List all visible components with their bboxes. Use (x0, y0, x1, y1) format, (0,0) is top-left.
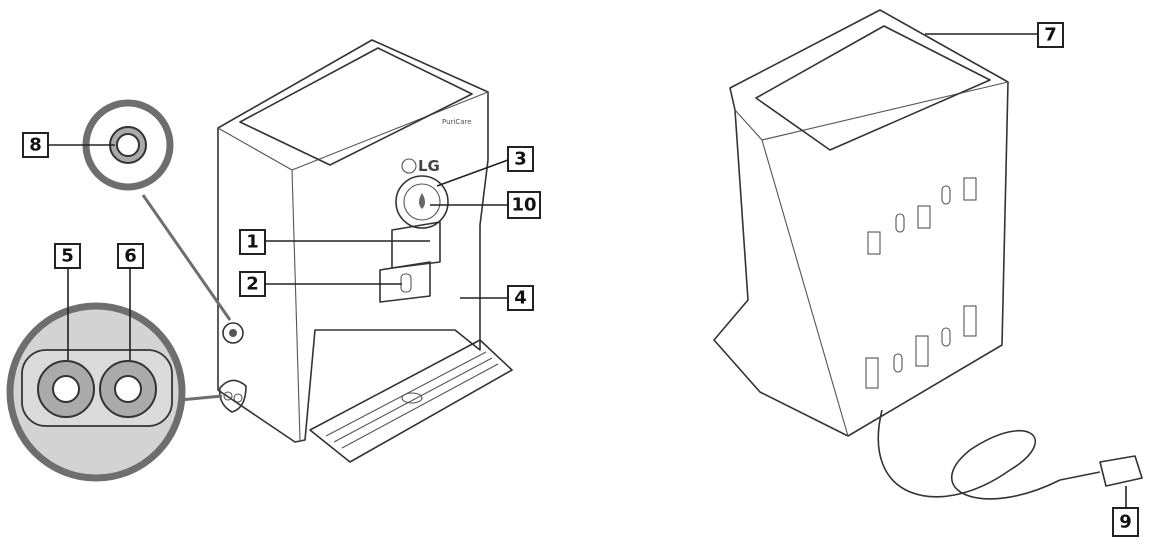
leader-lines (48, 33, 1127, 508)
callout-1: 1 (239, 229, 266, 255)
callout-7: 7 (1037, 22, 1064, 48)
svg-text:6: 6 (124, 246, 137, 267)
callout-5: 5 (54, 243, 81, 269)
svg-text:2: 2 (246, 274, 259, 295)
svg-text:4: 4 (514, 288, 527, 309)
callout-9: 9 (1112, 507, 1139, 537)
puricare-label: PuriCare (442, 118, 472, 126)
svg-text:10: 10 (511, 195, 536, 216)
svg-text:9: 9 (1119, 512, 1132, 533)
svg-text:5: 5 (61, 246, 74, 267)
zoom-connector-top (141, 194, 232, 321)
lg-logo: LG (418, 157, 440, 175)
svg-text:3: 3 (514, 149, 527, 170)
callout-2: 2 (239, 271, 266, 297)
water-drop-icon (419, 193, 425, 209)
rear-unit (713, 9, 1143, 500)
svg-text:7: 7 (1044, 25, 1057, 46)
callout-10: 10 (507, 191, 541, 219)
callout-3: 3 (507, 146, 534, 172)
svg-text:1: 1 (246, 232, 259, 253)
zoom-inset-ports-5-6 (6, 302, 186, 482)
callout-4: 4 (507, 285, 534, 311)
zoom-connector-bottom (179, 394, 223, 402)
callout-8: 8 (22, 132, 49, 158)
front-unit: LG PuriCare (217, 39, 513, 463)
callout-6: 6 (117, 243, 144, 269)
svg-text:8: 8 (29, 135, 42, 156)
